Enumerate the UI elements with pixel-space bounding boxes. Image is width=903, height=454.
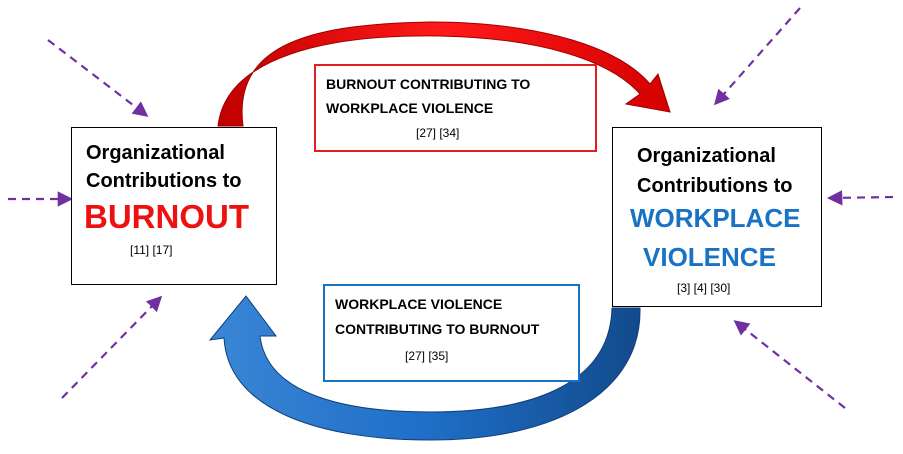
bottom-label-line2: CONTRIBUTING TO BURNOUT — [335, 321, 540, 337]
burnout-box-line2: Contributions to — [86, 170, 242, 192]
burnout-to-violence-label: BURNOUT CONTRIBUTING TO WORKPLACE VIOLEN… — [314, 64, 597, 152]
blue-curved-arrow — [208, 295, 641, 441]
top-label-refs: [27] [34] — [416, 126, 460, 140]
bottom-label-line1: WORKPLACE VIOLENCE — [335, 296, 503, 312]
dashed-arrow-bottom-left — [61, 295, 163, 399]
violence-keyword-line1: WORKPLACE — [630, 203, 801, 233]
violence-keyword-line2: VIOLENCE — [643, 242, 776, 272]
dashed-arrow-top-right — [713, 7, 801, 106]
burnout-keyword: BURNOUT — [84, 198, 249, 235]
violence-to-burnout-label: WORKPLACE VIOLENCE CONTRIBUTING TO BURNO… — [323, 284, 580, 382]
dashed-arrow-bottom-right — [733, 320, 846, 409]
burnout-refs: [11] [17] — [130, 243, 173, 257]
dashed-arrow-top-left — [47, 39, 149, 117]
bottom-label-refs: [27] [35] — [405, 349, 449, 363]
burnout-box-line1: Organizational — [86, 142, 225, 164]
dashed-arrow-right — [826, 190, 894, 206]
workplace-violence-box: Organizational Contributions to WORKPLAC… — [612, 127, 822, 307]
top-label-line1: BURNOUT CONTRIBUTING TO — [326, 76, 531, 92]
violence-box-line1: Organizational — [637, 145, 776, 167]
top-label-line2: WORKPLACE VIOLENCE — [326, 100, 494, 116]
burnout-box: Organizational Contributions to BURNOUT … — [71, 127, 277, 285]
violence-refs: [3] [4] [30] — [677, 281, 731, 295]
violence-box-line2: Contributions to — [637, 175, 793, 197]
red-curved-arrow — [217, 21, 671, 127]
